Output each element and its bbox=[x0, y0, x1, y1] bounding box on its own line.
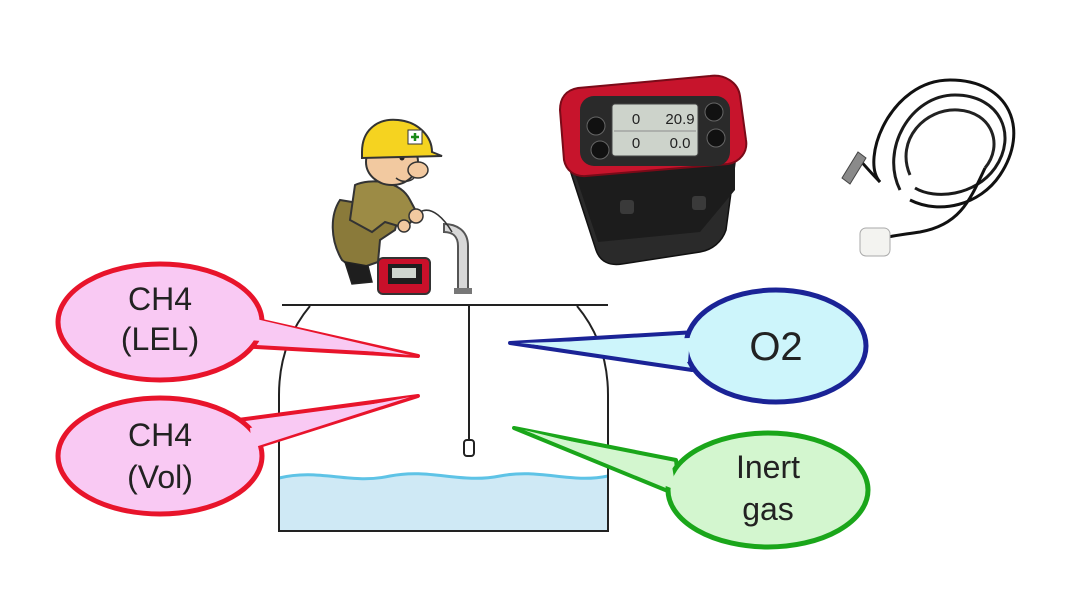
helmet-icon bbox=[361, 118, 443, 160]
device-button-right-top bbox=[704, 102, 724, 122]
device-button-left-top bbox=[586, 116, 606, 136]
vent-pipe-base bbox=[454, 288, 472, 294]
worker-illustration bbox=[331, 118, 453, 295]
callout-ch4-vol: CH4 (Vol) bbox=[55, 394, 420, 517]
display-row2-left: 0 bbox=[632, 135, 640, 152]
callout-inert-gas: Inert gas bbox=[512, 426, 871, 550]
callout-o2: O2 bbox=[508, 287, 869, 405]
display-row2-right: 0.0 bbox=[670, 135, 691, 152]
device-button-left-bottom bbox=[590, 140, 610, 160]
tank-water bbox=[279, 473, 608, 530]
portable-detector-small bbox=[377, 257, 431, 295]
label-inert-gas-line1: Inert bbox=[736, 449, 800, 485]
label-ch4-vol-line1: CH4 bbox=[128, 417, 192, 453]
label-ch4-lel-line1: CH4 bbox=[128, 281, 192, 317]
vent-pipe bbox=[443, 222, 469, 293]
gas-detector-device: 0 20.9 0 0.0 bbox=[558, 74, 748, 266]
label-ch4-lel-line2: (LEL) bbox=[121, 321, 199, 357]
sensor-cable-probe bbox=[841, 78, 1016, 257]
callout-ch4-lel: CH4 (LEL) bbox=[55, 261, 420, 383]
label-ch4-vol-line2: (Vol) bbox=[127, 459, 193, 495]
display-row1-right: 20.9 bbox=[665, 111, 694, 128]
device-lcd bbox=[611, 103, 699, 157]
label-inert-gas-line2: gas bbox=[742, 491, 794, 527]
tank bbox=[278, 222, 609, 532]
sensor-probe bbox=[463, 439, 475, 457]
display-row1-left: 0 bbox=[632, 111, 640, 128]
device-button-right-bottom bbox=[706, 128, 726, 148]
tank-water-surface bbox=[278, 472, 609, 481]
label-o2: O2 bbox=[749, 325, 802, 369]
